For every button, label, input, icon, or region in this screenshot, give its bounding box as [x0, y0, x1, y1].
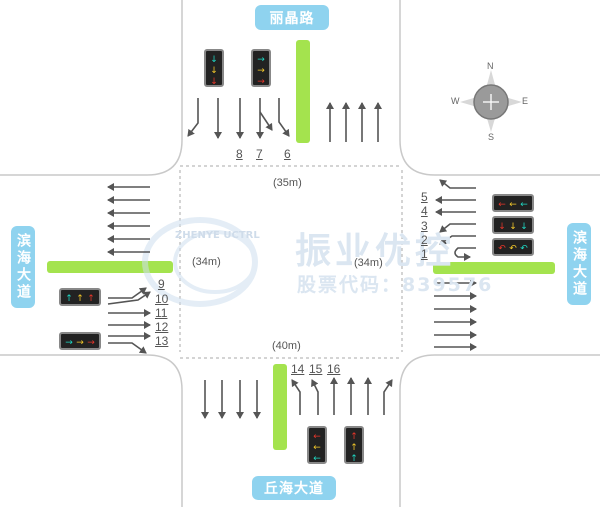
signal-south-2: ↑ ↑ ↑ [344, 426, 364, 464]
east-approach-arrows [434, 179, 477, 351]
lane-number: 12 [155, 320, 169, 334]
signal-north-1: ↓ ↓ ↓ [204, 49, 224, 87]
arrow-u-turn [454, 247, 476, 261]
median-south [273, 364, 287, 450]
svg-text:↓: ↓ [210, 77, 218, 87]
north-approach-arrows [187, 98, 382, 142]
svg-text:↑: ↑ [350, 443, 358, 453]
arrow-left-turn [278, 98, 290, 137]
svg-text:→: → [257, 77, 265, 87]
lane-number: 7 [256, 147, 263, 161]
svg-text:←: ← [313, 432, 321, 442]
svg-text:→: → [257, 66, 265, 76]
svg-text:←: ← [520, 200, 528, 210]
arrow-right-turn [383, 379, 393, 415]
arrow-left-turn [439, 235, 476, 245]
road-label-south: 丘海大道 [252, 476, 336, 500]
arrow-left-turn [439, 223, 476, 233]
distance-south: (40m) [270, 340, 303, 352]
svg-text:↓: ↓ [509, 222, 517, 232]
west-approach-arrows [107, 183, 151, 354]
svg-text:←: ← [498, 200, 506, 210]
distance-box [179, 165, 403, 359]
svg-text:↶: ↶ [520, 244, 528, 254]
arrow-left-turn [108, 287, 147, 299]
signal-west-2: → → → [59, 332, 101, 350]
svg-text:↑: ↑ [76, 294, 84, 304]
lane-number: 5 [421, 190, 428, 204]
svg-text:→: → [76, 338, 84, 348]
lane-number: 14 [291, 362, 305, 376]
compass-w-label: W [451, 96, 460, 106]
svg-text:↓: ↓ [210, 55, 218, 65]
distance-east: (34m) [352, 257, 385, 269]
svg-text:↑: ↑ [350, 432, 358, 442]
lane-number: 8 [236, 147, 243, 161]
signal-south-1: ← ← ← [307, 426, 327, 464]
arrow-right-turn [108, 342, 147, 354]
svg-text:↓: ↓ [210, 66, 218, 76]
arrow-left-turn [311, 379, 319, 415]
svg-text:←: ← [313, 454, 321, 464]
compass-e-label: E [522, 96, 529, 106]
svg-text:↓: ↓ [498, 222, 506, 232]
signal-east-2: ↓ ↓ ↓ [492, 216, 534, 234]
medians [47, 40, 555, 450]
lane-number: 10 [155, 292, 169, 306]
lane-number: 4 [421, 204, 428, 218]
signal-north-2: → → → [251, 49, 271, 87]
svg-text:↑: ↑ [350, 454, 358, 464]
median-west [47, 261, 173, 273]
lane-number: 15 [309, 362, 323, 376]
lane-number: 3 [421, 219, 428, 233]
distance-north: (35m) [271, 177, 304, 189]
signal-east-3: ↶ ↶ ↶ [492, 238, 534, 256]
lane-number: 11 [155, 306, 168, 320]
svg-text:←: ← [313, 443, 321, 453]
compass-icon [460, 70, 522, 132]
svg-text:↶: ↶ [498, 244, 506, 254]
road-label-east: 滨海大道 [567, 223, 591, 305]
lane-number: 1 [421, 247, 428, 261]
svg-text:↶: ↶ [509, 244, 517, 254]
arrow-right-turn [187, 98, 199, 137]
arrow-left-turn [107, 291, 151, 305]
median-east [433, 262, 555, 274]
south-approach-arrows [201, 377, 393, 419]
lane-number: 2 [421, 233, 428, 247]
svg-text:→: → [87, 338, 95, 348]
lane-number: 16 [327, 362, 341, 376]
distance-west: (34m) [190, 256, 223, 268]
svg-text:↑: ↑ [87, 294, 95, 304]
svg-text:↓: ↓ [520, 222, 528, 232]
lane-number: 9 [158, 277, 165, 291]
watermark [142, 217, 258, 307]
road-label-west: 滨海大道 [11, 226, 35, 308]
svg-text:→: → [257, 55, 265, 65]
svg-text:→: → [65, 338, 73, 348]
arrow-left-turn [291, 379, 301, 415]
arrow-left-turn [259, 111, 273, 131]
lane-number: 13 [155, 334, 169, 348]
median-north [296, 40, 310, 143]
compass-n-label: N [487, 61, 494, 71]
lane-number: 6 [284, 147, 291, 161]
road-label-north: 丽晶路 [255, 5, 329, 30]
arrow-right-turn [439, 179, 476, 189]
svg-text:↑: ↑ [65, 294, 73, 304]
compass-s-label: S [488, 132, 495, 142]
signal-west-1: ↑ ↑ ↑ [59, 288, 101, 306]
signal-east-1: ← ← ← [492, 194, 534, 212]
svg-text:←: ← [509, 200, 517, 210]
